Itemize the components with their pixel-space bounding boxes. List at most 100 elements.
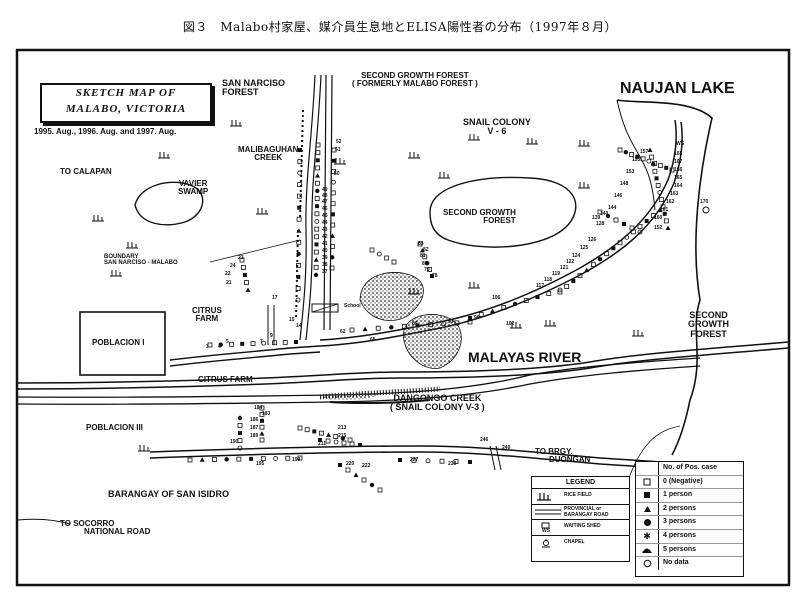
- house-marker: [314, 226, 320, 232]
- house-number: 211: [318, 441, 327, 447]
- house-number: 7: [260, 339, 263, 345]
- house-marker: [453, 459, 459, 465]
- house-marker: [260, 456, 266, 462]
- rice-field-icon: [408, 152, 420, 159]
- house-marker: [605, 213, 611, 219]
- house-number: 222: [362, 463, 371, 469]
- house-marker: [353, 472, 359, 477]
- house-marker: [640, 156, 646, 162]
- waiting-shed-icon: [541, 522, 550, 529]
- house-marker: [419, 247, 425, 253]
- house-marker: [285, 455, 291, 461]
- house-number: 102: [506, 321, 515, 327]
- house-marker: [315, 204, 320, 209]
- legend-rice-field-label: RICE FIELD: [564, 492, 592, 498]
- asterisk-icon: ✱: [636, 529, 659, 543]
- house-marker: [369, 247, 375, 253]
- house-marker: [297, 159, 303, 164]
- house-marker: [546, 291, 552, 296]
- house-marker: [239, 257, 245, 263]
- house-marker: [314, 211, 320, 217]
- rice-field-icon: [110, 270, 122, 277]
- house-number: 62: [340, 329, 346, 335]
- label-second-growth-top: SECOND GROWTH FOREST( FORMERLY MALABO FO…: [352, 71, 478, 89]
- house-marker: [237, 445, 243, 451]
- house-number: 51: [335, 147, 341, 153]
- malibaguhan-creek-b: [305, 74, 322, 341]
- river-bank-bottom: [17, 365, 701, 405]
- house-number: 65: [370, 337, 376, 343]
- school-building: [311, 303, 339, 313]
- cases-header-row: No. of Pos. case: [636, 462, 743, 475]
- rice-field-icon: [578, 182, 590, 189]
- house-marker: [330, 201, 336, 207]
- house-marker: [665, 225, 671, 230]
- label-dangongo: DANGONGO CREEK( SNAIL COLONY V-3 ): [390, 393, 485, 413]
- house-marker: [647, 147, 653, 152]
- house-number: 144: [608, 205, 617, 211]
- positive-cases-key: No. of Pos. case 0 (Negative) 1 person 2…: [635, 461, 744, 577]
- survey-dates: 1995. Aug., 1996. Aug. and 1997. Aug.: [34, 127, 177, 136]
- house-marker: [329, 244, 335, 249]
- circle-open-icon: [636, 557, 659, 570]
- triangle-filled-icon: [636, 502, 659, 516]
- legend-title: LEGEND: [532, 477, 629, 489]
- house-marker: [415, 323, 420, 328]
- house-marker: [347, 437, 353, 443]
- house-number: 47: [322, 199, 328, 205]
- house-marker: [318, 438, 322, 442]
- second-growth-forest: [429, 176, 577, 248]
- house-number: 40: [322, 248, 328, 254]
- house-number: 187: [250, 425, 259, 431]
- house-marker: [315, 165, 321, 171]
- legend-chapel: CHAPEL: [532, 536, 629, 551]
- house-marker: [259, 431, 265, 436]
- house-marker: [330, 212, 335, 217]
- house-number: 220: [346, 461, 355, 467]
- house-marker: [304, 427, 310, 433]
- chapel-marker: [702, 206, 710, 214]
- house-number: 152: [654, 225, 663, 231]
- house-marker: [315, 188, 320, 194]
- house-marker: [315, 173, 321, 178]
- label-malayas-river: MALAYAS RIVER: [468, 349, 582, 365]
- house-number: 184: [254, 405, 263, 411]
- house-marker: [617, 240, 623, 246]
- house-number: 24: [230, 263, 236, 269]
- cases-row-6: No data: [636, 556, 743, 570]
- house-marker: [297, 182, 302, 188]
- house-number: 89: [412, 321, 418, 327]
- house-number: 161: [660, 207, 669, 213]
- house-marker: [617, 147, 623, 153]
- house-marker: [478, 312, 484, 317]
- rice-field-icon: [408, 288, 420, 295]
- rice-field-icon: [544, 320, 556, 327]
- rice-field-icon: [256, 208, 268, 215]
- house-marker: [237, 438, 243, 443]
- house-number: 78: [432, 273, 438, 279]
- house-number: 83: [418, 241, 424, 247]
- stipple-area-3: [320, 393, 380, 401]
- house-marker: [243, 273, 247, 277]
- house-number: 4: [218, 344, 221, 350]
- house-marker: [341, 440, 347, 446]
- house-number: 157: [640, 149, 649, 155]
- house-marker: [635, 154, 640, 159]
- house-number: 41: [322, 241, 328, 247]
- house-marker: [623, 150, 628, 155]
- house-marker: [657, 207, 663, 212]
- house-number: 81: [420, 253, 426, 259]
- house-number: 79: [424, 267, 430, 273]
- house-marker: [512, 301, 518, 307]
- house-number: 39: [322, 255, 328, 261]
- house-number: 38: [322, 262, 328, 268]
- house-marker: [313, 264, 319, 270]
- house-marker: [329, 255, 335, 260]
- house-marker: [313, 257, 319, 262]
- house-number: 96: [474, 315, 480, 321]
- rice-field-icon: [578, 140, 590, 147]
- house-number: 166: [674, 167, 683, 173]
